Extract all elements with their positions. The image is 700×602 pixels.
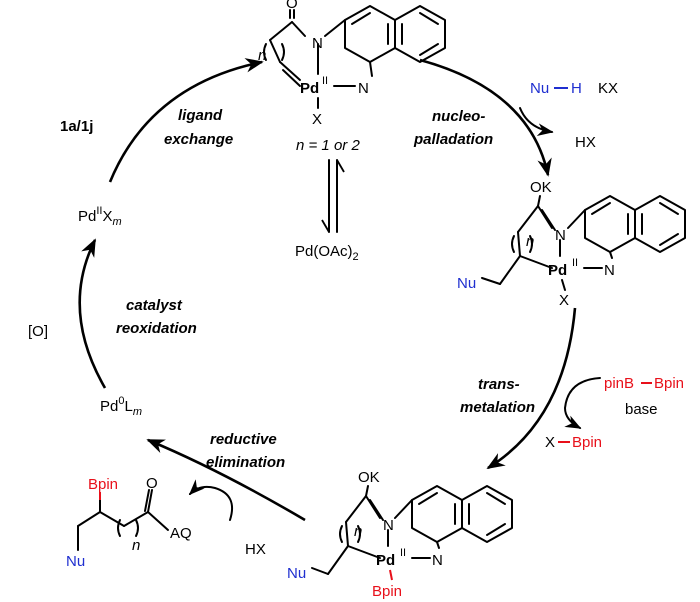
step-ligand-exchange-2: exchange	[164, 131, 233, 148]
pd2-xm-species: PdIIXm	[78, 205, 122, 228]
arc-reductive-elimination	[146, 438, 306, 522]
svg-text:O: O	[286, 0, 298, 12]
h-reagent: H	[571, 80, 582, 97]
nu-reagent: Nu	[530, 80, 549, 97]
svg-text:II: II	[322, 75, 328, 87]
arrow-hx-in	[188, 479, 234, 521]
svg-text:n: n	[258, 47, 266, 64]
step-catalyst-2: reoxidation	[116, 320, 197, 337]
hx-byproduct: HX	[575, 134, 596, 151]
svg-text:II: II	[400, 547, 406, 559]
svg-text:n: n	[132, 537, 140, 554]
svg-text:N: N	[358, 80, 369, 97]
svg-text:Nu: Nu	[66, 553, 85, 570]
bpin-byproduct: Bpin	[572, 434, 602, 451]
equilibrium-arrowhead-up	[336, 159, 345, 173]
start-material-label: 1a/1j	[60, 118, 93, 135]
equilibrium-arrowhead-down	[321, 219, 330, 233]
x-byproduct: X	[545, 434, 555, 451]
arc-catalyst-reoxidation	[78, 238, 107, 389]
svg-text:Pd: Pd	[300, 80, 319, 97]
pd0-lm-species: Pd0Lm	[100, 395, 142, 418]
svg-text:OK: OK	[530, 179, 552, 196]
svg-text:X: X	[559, 292, 569, 309]
arrow-bpin-in	[564, 377, 601, 429]
product-structure: Nu Bpin O AQ n	[66, 475, 192, 570]
pd-oac-label: Pd(OAc)2	[295, 243, 359, 263]
pinb-reagent: pinB	[604, 375, 634, 392]
svg-text:AQ: AQ	[170, 525, 192, 542]
svg-text:Nu: Nu	[457, 275, 476, 292]
arrow-nu-in	[519, 107, 554, 136]
n-condition: n = 1 or 2	[296, 137, 360, 154]
svg-text:OK: OK	[358, 469, 380, 486]
arc-nucleopalladation	[419, 58, 552, 177]
top-complex: O N Pd II N X n	[258, 0, 446, 128]
svg-text:X: X	[312, 111, 322, 128]
kx-reagent: KX	[598, 80, 618, 97]
svg-text:O: O	[146, 475, 158, 492]
step-trans-1: trans-	[478, 376, 520, 393]
svg-text:N: N	[432, 552, 443, 569]
step-ligand-exchange-1: ligand	[178, 107, 223, 124]
right-complex: OK N Pd II N X n Nu	[457, 179, 686, 309]
svg-text:N: N	[383, 517, 394, 534]
svg-text:Pd: Pd	[376, 552, 395, 569]
arc-ligand-exchange	[108, 58, 264, 183]
svg-text:Nu: Nu	[287, 565, 306, 582]
svg-text:Pd: Pd	[548, 262, 567, 279]
svg-text:n: n	[354, 523, 362, 540]
hx-reagent: HX	[245, 541, 266, 558]
svg-text:n: n	[526, 233, 534, 250]
step-trans-2: metalation	[460, 399, 535, 416]
bottom-complex: OK N Pd II N Bpin n Nu	[287, 469, 513, 600]
svg-text:N: N	[312, 35, 323, 52]
step-reductive-1: reductive	[210, 431, 277, 448]
svg-text:II: II	[572, 257, 578, 269]
svg-text:Bpin: Bpin	[88, 476, 118, 493]
svg-text:Bpin: Bpin	[372, 583, 402, 600]
bpin-reagent: Bpin	[654, 375, 684, 392]
svg-text:N: N	[555, 227, 566, 244]
step-nucleo-1: nucleo-	[432, 108, 485, 125]
arc-transmetalation	[486, 307, 577, 470]
step-reductive-2: elimination	[206, 454, 285, 471]
base-reagent: base	[625, 401, 658, 418]
step-catalyst-1: catalyst	[126, 297, 183, 314]
svg-text:N: N	[604, 262, 615, 279]
oxidant-label: [O]	[28, 323, 48, 340]
step-nucleo-2: palladation	[413, 131, 493, 148]
